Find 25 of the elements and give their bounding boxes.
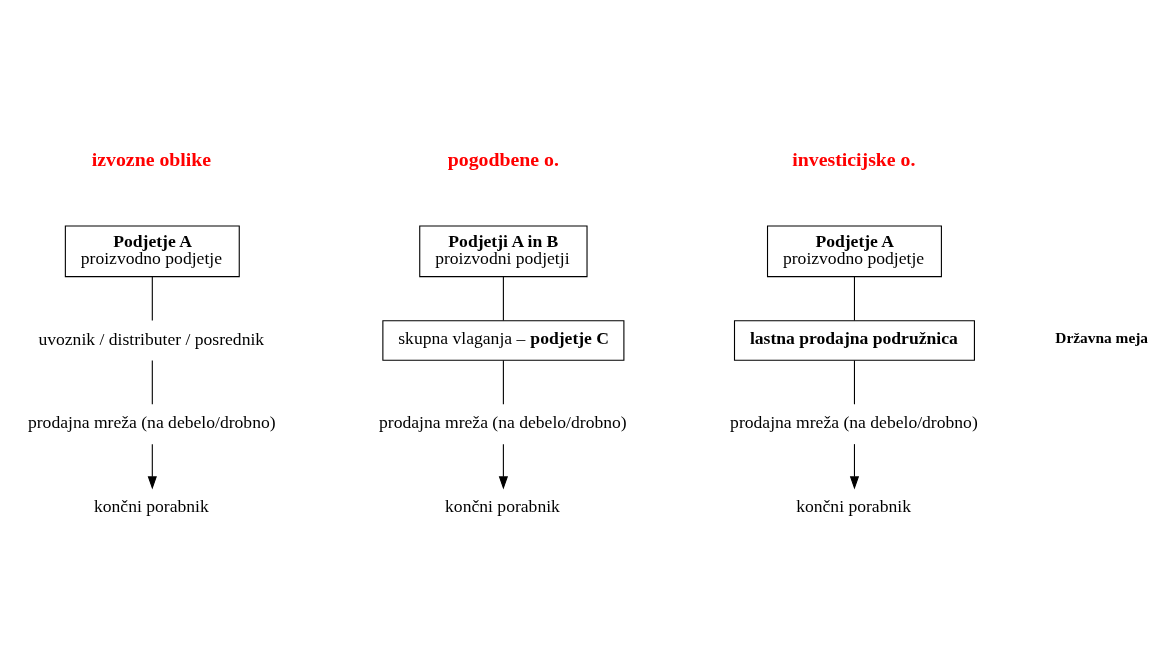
node-box: lastna prodajna podružnica — [733, 319, 975, 361]
node-text: končni porabnik — [445, 495, 560, 516]
label: Državna meja — [1055, 328, 1149, 346]
connector — [151, 275, 153, 321]
node-text: prodajna mreža (na debelo/drobno) — [379, 411, 627, 432]
node-text: končni porabnik — [93, 495, 209, 516]
label: investicijske o. — [792, 147, 916, 170]
node-box: Podjetji A in B proizvodni podjetji — [419, 225, 588, 277]
node-text: uvoznik / distributer / posrednik — [38, 328, 265, 349]
node-box: skupna vlaganja – podjetje C — [382, 319, 625, 361]
arrow — [147, 443, 157, 490]
label: pogodbene o. — [447, 147, 559, 170]
connector — [502, 359, 504, 405]
node-box: Podjetje A proizvodno podjetje — [64, 225, 240, 277]
connector — [502, 275, 504, 321]
connector — [151, 359, 153, 405]
label: izvozne oblike — [91, 147, 212, 170]
node-text: prodajna mreža (na debelo/drobno) — [27, 411, 276, 432]
arrow — [849, 443, 860, 490]
connector — [853, 359, 855, 405]
node-text: prodajna mreža (na debelo/drobno) — [730, 411, 978, 432]
node-text: končni porabnik — [796, 495, 911, 516]
connector — [853, 275, 855, 321]
node-box: Podjetje A proizvodno podjetje — [766, 225, 942, 277]
arrow — [498, 443, 508, 490]
